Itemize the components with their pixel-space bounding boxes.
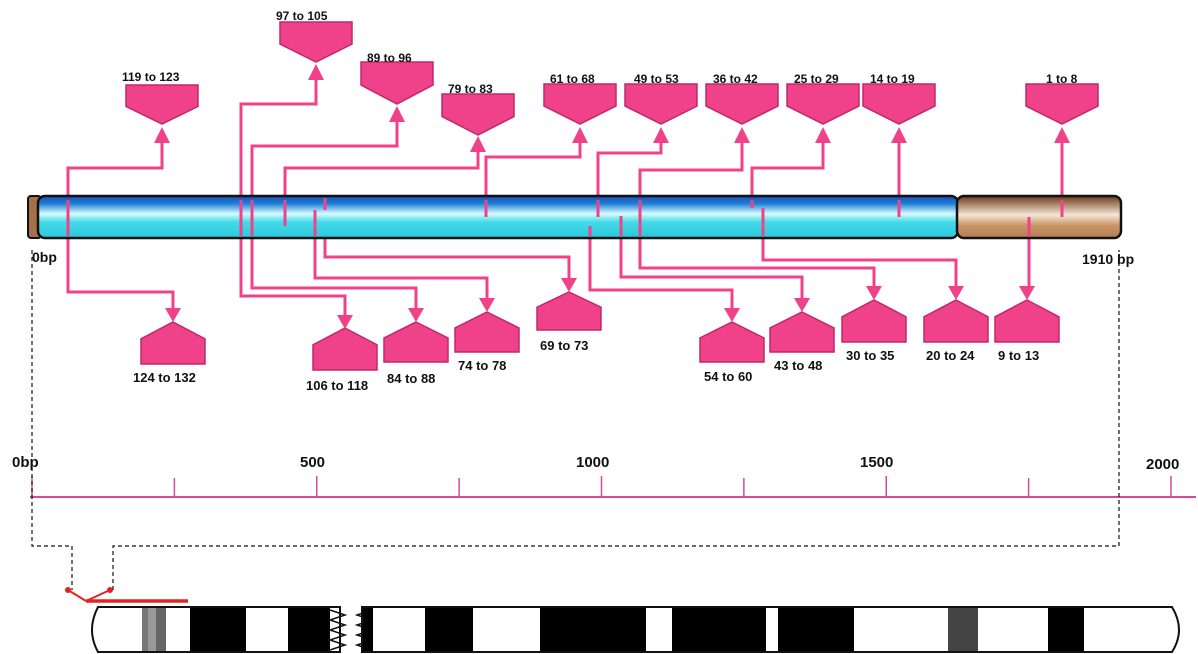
marker-label: 84 to 88: [387, 371, 435, 386]
utr-3-segment: [957, 196, 1121, 238]
marker-label: 43 to 48: [774, 358, 822, 373]
bottom-marker-shape: [995, 300, 1059, 342]
scale-tick-label: 1500: [860, 454, 893, 471]
arrow-up-icon: [653, 127, 669, 143]
top-marker-shape: [625, 84, 697, 124]
bottom-marker-shape: [537, 292, 601, 330]
locus-marker: [65, 587, 188, 601]
bottom-marker-shape: [141, 322, 205, 364]
bottom-marker-shape: [455, 312, 519, 352]
top-marker-shape: [442, 94, 514, 135]
arrow-up-icon: [308, 64, 324, 80]
marker-label: 119 to 123: [122, 70, 180, 84]
arrow-up-icon: [572, 127, 588, 143]
arrow-up-icon: [815, 127, 831, 143]
marker-label: 25 to 29: [794, 72, 839, 86]
arrow-down-icon: [948, 286, 964, 300]
bp-scale: 0bp 500 1000 1500 2000: [12, 454, 1196, 497]
arrow-up-icon: [891, 127, 907, 143]
marker-label: 49 to 53: [634, 72, 679, 86]
arrow-down-icon: [724, 308, 740, 322]
arrow-down-icon: [165, 308, 181, 322]
band: [363, 608, 373, 651]
band: [142, 608, 148, 651]
band: [778, 608, 854, 651]
marker-label: 54 to 60: [704, 369, 752, 384]
marker-label: 30 to 35: [846, 348, 894, 363]
marker-label: 79 to 83: [448, 82, 493, 96]
band: [540, 608, 646, 651]
marker-label: 97 to 105: [276, 9, 328, 23]
scale-tick-label: 0bp: [12, 454, 39, 471]
band: [190, 608, 246, 651]
chromosome-ideogram: [92, 607, 1179, 652]
scale-tick-label: 500: [300, 454, 325, 471]
connector-line: [241, 230, 345, 315]
connector-line: [68, 230, 173, 308]
scale-tick-label: 2000: [1146, 456, 1179, 473]
top-marker-shape: [863, 84, 935, 124]
top-marker-shape: [706, 84, 778, 124]
top-marker-shape: [544, 84, 616, 124]
marker-label: 9 to 13: [998, 348, 1039, 363]
band: [288, 608, 330, 651]
top-marker-shape: [1026, 84, 1098, 124]
top-marker-shape: [361, 62, 433, 104]
arrow-down-icon: [479, 298, 495, 312]
band: [148, 608, 156, 651]
arrow-down-icon: [408, 308, 424, 322]
bottom-marker-shape: [384, 322, 448, 362]
arrow-down-icon: [794, 298, 810, 312]
arrow-down-icon: [561, 278, 577, 292]
marker-label: 69 to 73: [540, 338, 588, 353]
coding-segment: [38, 196, 958, 238]
arrow-up-icon: [389, 106, 405, 122]
bottom-marker-shape: [700, 322, 764, 362]
arrow-up-icon: [1054, 127, 1070, 143]
gene-bar: [28, 196, 1121, 238]
top-marker-shape: [787, 84, 859, 124]
band: [425, 608, 473, 651]
marker-label: 14 to 19: [870, 72, 915, 86]
bottom-marker-shape: [842, 300, 906, 342]
marker-label: 124 to 132: [133, 370, 196, 385]
marker-label: 89 to 96: [367, 51, 412, 65]
marker-label: 20 to 24: [926, 348, 975, 363]
arrow-down-icon: [1019, 286, 1035, 300]
marker-label: 1 to 8: [1046, 72, 1078, 86]
scale-tick-label: 1000: [576, 454, 609, 471]
marker-label: 74 to 78: [458, 358, 506, 373]
arrow-down-icon: [337, 315, 353, 329]
band: [672, 608, 766, 651]
band: [948, 608, 978, 651]
bottom-marker-shape: [924, 300, 988, 342]
band: [156, 608, 166, 651]
marker-label: 106 to 118: [306, 378, 368, 393]
band: [1048, 608, 1084, 651]
gene-start-label: 0bp: [32, 249, 57, 265]
arrow-up-icon: [154, 127, 170, 143]
gene-end-label: 1910 bp: [1082, 251, 1134, 267]
arrow-up-icon: [734, 127, 750, 143]
top-marker-shape: [280, 22, 352, 62]
bottom-marker-shape: [770, 312, 834, 352]
bottom-marker-shape: [313, 328, 377, 370]
arrow-down-icon: [866, 286, 882, 300]
arrow-up-icon: [470, 136, 486, 152]
marker-label: 61 to 68: [550, 72, 595, 86]
top-marker-shape: [126, 85, 198, 124]
marker-label: 36 to 42: [713, 72, 758, 86]
